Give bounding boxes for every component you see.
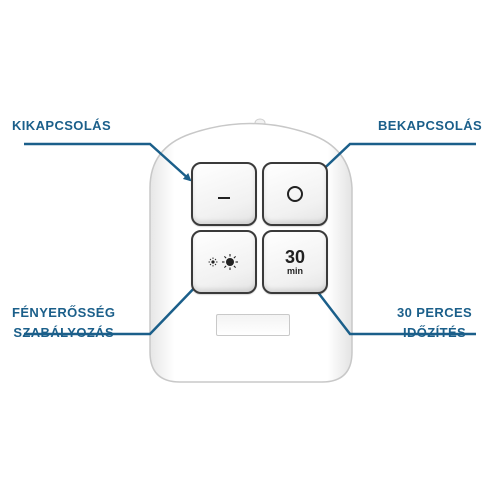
label-brightness: FÉNYERŐSSÉG SZABÁLYOZÁS (12, 303, 115, 343)
arrow-timer (308, 280, 476, 336)
label-on: BEKAPCSOLÁS (378, 116, 482, 136)
timer-value: 30 (284, 247, 306, 267)
label-timer-line2: IDŐZÍTÉS (402, 325, 467, 340)
brightness-button[interactable] (191, 230, 257, 294)
label-brightness-line2: SZABÁLYOZÁS (13, 325, 115, 340)
label-off: KIKAPCSOLÁS (12, 116, 111, 136)
minus-icon (218, 197, 230, 199)
label-timer: 30 PERCES IDŐZÍTÉS (397, 303, 472, 343)
on-button[interactable] (262, 162, 328, 226)
timer-button[interactable]: 30 min (262, 230, 328, 294)
timer-unit: min (286, 266, 303, 276)
arrow-brightness (24, 280, 202, 336)
power-on-circle-icon (287, 186, 303, 202)
off-button[interactable] (191, 162, 257, 226)
label-timer-line1: 30 PERCES (397, 305, 473, 320)
arrow-off (24, 142, 192, 182)
label-on-text: BEKAPCSOLÁS (378, 118, 483, 133)
label-brightness-line1: FÉNYERŐSSÉG (12, 305, 116, 320)
brightness-sun-icon (208, 254, 238, 270)
label-off-text: KIKAPCSOLÁS (12, 118, 112, 133)
battery-cover-slot (216, 314, 290, 336)
